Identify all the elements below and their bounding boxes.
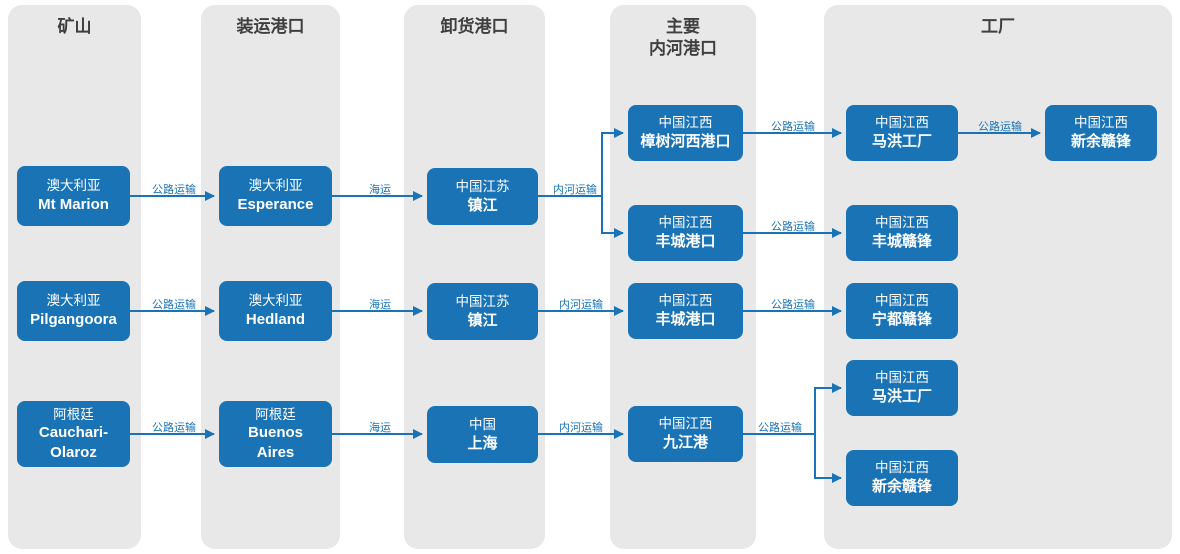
node-name: Buenos Aires [247, 424, 303, 461]
edge-label-road: 公路运输 [771, 121, 815, 133]
column-header-unload-ports: 卸货港口 [440, 17, 509, 36]
node-name: 樟树河西港口 [640, 133, 731, 151]
node-mine-cauchari-olaroz: 阿根廷 Cauchari-Olaroz [17, 401, 130, 467]
node-factory-xinyu-1: 中国江西 新余赣锋 [1045, 105, 1157, 161]
column-header-load-ports: 装运港口 [236, 17, 305, 36]
node-name: 马洪工厂 [871, 388, 932, 406]
node-region: 中国江西 [658, 416, 713, 432]
node-name: 宁都赣锋 [871, 311, 932, 329]
node-region: 中国江西 [875, 293, 929, 309]
edge-label-river: 内河运输 [559, 422, 603, 434]
column-header-river-ports-line2: 内河港口 [649, 39, 717, 59]
node-region: 澳大利亚 [46, 293, 101, 309]
node-region: 澳大利亚 [248, 178, 303, 194]
node-region: 澳大利亚 [248, 293, 303, 309]
column-mines [8, 5, 141, 549]
node-region: 中国江西 [658, 293, 713, 309]
node-port-buenos-aires: 阿根廷 Buenos Aires [219, 401, 332, 467]
node-region: 中国江西 [658, 215, 713, 231]
node-unload-zhenjiang-2: 中国江苏 镇江 [427, 283, 538, 340]
edge-label-road: 公路运输 [152, 184, 196, 196]
edge-label-road: 公路运输 [152, 422, 196, 434]
column-unload-ports [404, 5, 545, 549]
edge-label-sea: 海运 [369, 422, 391, 434]
edge-label-road: 公路运输 [758, 422, 802, 434]
node-name: Cauchari-Olaroz [38, 424, 109, 461]
node-name: 九江港 [662, 434, 708, 452]
edge-label-road: 公路运输 [152, 299, 196, 311]
node-mine-pilgangoora: 澳大利亚 Pilgangoora [17, 281, 130, 341]
node-name: 镇江 [467, 311, 498, 329]
node-name: 镇江 [467, 196, 498, 214]
node-factory-mahong-2: 中国江西 马洪工厂 [846, 360, 958, 416]
node-name: 上海 [467, 434, 498, 452]
node-name: Pilgangoora [30, 311, 117, 329]
column-header-river-ports: 主要 内河港口 [610, 16, 756, 60]
edge-label-road: 公路运输 [978, 121, 1022, 133]
node-port-esperance: 澳大利亚 Esperance [219, 166, 332, 226]
node-region: 阿根廷 [53, 406, 94, 422]
column-load-ports [201, 5, 340, 549]
node-region: 中国江西 [875, 370, 929, 386]
node-name: Mt Marion [38, 196, 109, 214]
node-region: 中国江西 [658, 115, 713, 131]
node-port-hedland: 澳大利亚 Hedland [219, 281, 332, 341]
column-header-mines: 矿山 [57, 17, 92, 36]
node-region: 中国江西 [875, 215, 929, 231]
edge-label-sea: 海运 [369, 299, 391, 311]
node-river-zhangshu-hexi: 中国江西 樟树河西港口 [628, 105, 743, 161]
node-name: 丰城赣锋 [871, 233, 932, 251]
node-region: 中国江西 [875, 115, 929, 131]
edge-label-river: 内河运输 [553, 184, 597, 196]
node-name: Esperance [237, 196, 314, 214]
node-mine-mt-marion: 澳大利亚 Mt Marion [17, 166, 130, 226]
node-region: 中国 [469, 416, 496, 432]
node-region: 中国江西 [875, 460, 929, 476]
node-name: 丰城港口 [655, 233, 716, 251]
node-unload-shanghai: 中国 上海 [427, 406, 538, 463]
node-region: 中国江苏 [455, 293, 510, 309]
node-unload-zhenjiang-1: 中国江苏 镇江 [427, 168, 538, 225]
edge-label-road: 公路运输 [771, 299, 815, 311]
node-region: 澳大利亚 [46, 178, 101, 194]
node-river-jiujiang: 中国江西 九江港 [628, 406, 743, 462]
column-header-factories: 工厂 [981, 17, 1015, 36]
edge-label-road: 公路运输 [771, 221, 815, 233]
edge-label-river: 内河运输 [559, 299, 603, 311]
node-factory-mahong-1: 中国江西 马洪工厂 [846, 105, 958, 161]
node-name: Hedland [245, 311, 306, 329]
node-factory-ningdu: 中国江西 宁都赣锋 [846, 283, 958, 339]
column-header-river-ports-line1: 主要 [666, 17, 700, 36]
node-name: 新余赣锋 [1070, 133, 1131, 151]
edge-label-sea: 海运 [369, 184, 391, 196]
node-region: 中国江西 [1074, 115, 1128, 131]
node-name: 马洪工厂 [871, 133, 932, 151]
node-factory-xinyu-2: 中国江西 新余赣锋 [846, 450, 958, 506]
node-name: 新余赣锋 [871, 478, 932, 496]
node-region: 阿根廷 [255, 406, 296, 422]
node-river-fengcheng-1: 中国江西 丰城港口 [628, 205, 743, 261]
column-river-ports [610, 5, 756, 549]
node-name: 丰城港口 [655, 311, 716, 329]
node-region: 中国江苏 [455, 178, 510, 194]
node-river-fengcheng-2: 中国江西 丰城港口 [628, 283, 743, 339]
node-factory-fengcheng: 中国江西 丰城赣锋 [846, 205, 958, 261]
